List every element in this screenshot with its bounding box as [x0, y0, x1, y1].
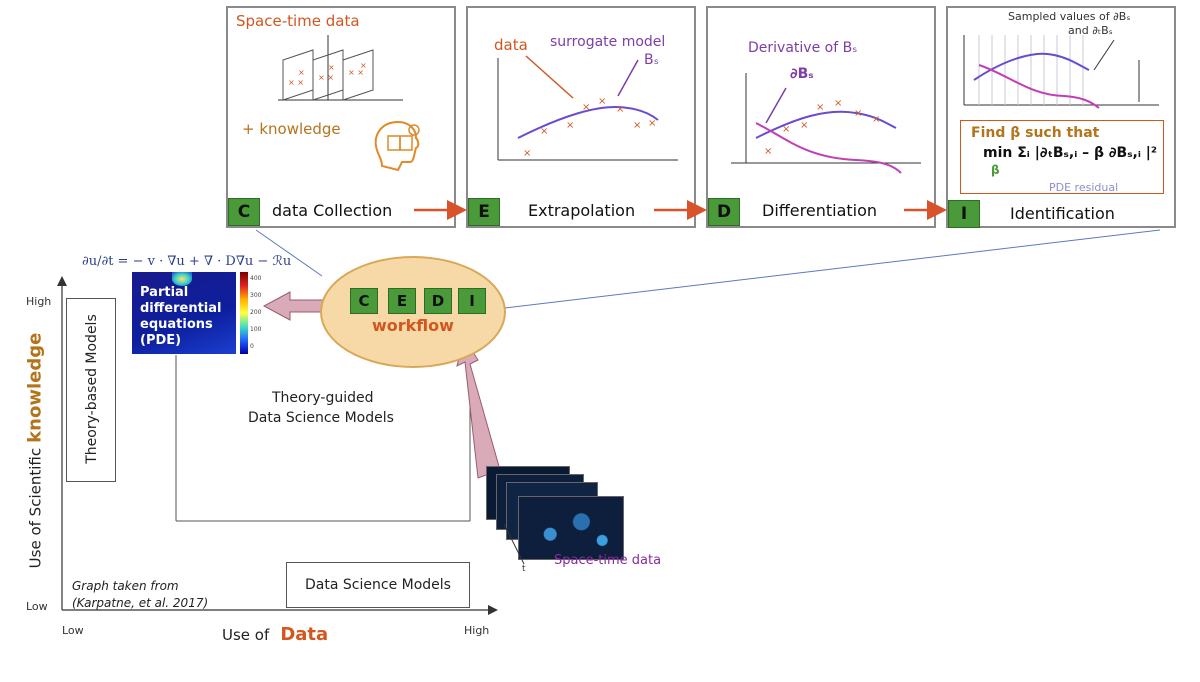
panel4-sampled-line2: and ∂ₜBₛ — [1068, 24, 1113, 37]
panel2-surrogate-label: surrogate model — [550, 34, 666, 50]
svg-text:×: × — [616, 104, 624, 115]
head-book-icon — [374, 120, 420, 172]
step-badge-d: D — [708, 198, 740, 226]
panel4-min-sub: β — [991, 163, 1000, 177]
pde-heatmap — [132, 272, 236, 354]
panel3-derivative-label: Derivative of Bₛ — [748, 40, 858, 56]
svg-text:×: × — [854, 108, 862, 119]
svg-text:×: × — [360, 61, 367, 70]
pde-box-text: Partial differential equations (PDE) — [140, 285, 222, 348]
theory-based-models-box: Theory-based Models — [66, 298, 116, 482]
svg-text:×: × — [582, 102, 590, 113]
panel4-sampled-line1: Sampled values of ∂Bₛ — [1008, 10, 1131, 23]
panel-differentiation: Derivative of Bₛ ∂Bₛ × × × × × × × — [706, 6, 936, 228]
differentiation-plot: × × × × × × × — [731, 73, 921, 174]
workflow-badge-d: D — [424, 288, 452, 314]
graph-source-line1: Graph taken from — [72, 579, 179, 593]
workflow-badge-c: C — [350, 288, 378, 314]
svg-text:× ×: × × — [288, 78, 304, 87]
data-science-models-label: Data Science Models — [305, 577, 451, 593]
tgds-line2: Data Science Models — [248, 410, 394, 426]
svg-text:×: × — [298, 68, 305, 77]
panel-extrapolation: data surrogate model Bₛ × × × × × × × × — [466, 6, 696, 228]
svg-text:×: × — [816, 102, 824, 113]
y-low-label: Low — [26, 600, 48, 613]
y-axis-title: Use of Scientific knowledge — [24, 332, 46, 569]
svg-text:×: × — [648, 118, 656, 129]
panel-identification: Sampled values of ∂Bₛ and ∂ₜBₛ Find β su… — [946, 6, 1176, 228]
svg-text:× ×: × × — [318, 73, 334, 82]
workflow-badge-i: I — [458, 288, 486, 314]
panel1-title: Space-time data — [236, 12, 360, 30]
svg-text:×: × — [633, 120, 641, 131]
svg-text:×: × — [566, 120, 574, 131]
theory-based-models-label: Theory-based Models — [84, 314, 100, 464]
pde-colorbar-ticks: 400 300 200 100 0 — [250, 275, 262, 350]
step-badge-c: C — [228, 198, 260, 226]
svg-text:×: × — [598, 96, 606, 107]
step-badge-e: E — [468, 198, 500, 226]
spacetime-t-label: t — [522, 564, 526, 574]
svg-text:×: × — [834, 98, 842, 109]
space-time-slices-graphic: × ×× × ×× × ×× — [278, 35, 403, 101]
panel4-residual: PDE residual — [1049, 181, 1119, 194]
pde-equation: ∂u/∂t = − v · ∇u + ∇ · D∇u − ℛu — [82, 254, 292, 269]
step-label-collection: data Collection — [272, 201, 393, 220]
panel-data-collection: Space-time data × ×× × ×× × ×× + knowled… — [226, 6, 456, 228]
y-high-label: High — [26, 295, 52, 308]
zoom-line-right — [504, 229, 1161, 309]
panel2-surrogate-sym: Bₛ — [644, 52, 659, 68]
svg-text:×: × — [540, 126, 548, 137]
graph-source-line2: (Karpatne, et al. 2017) — [72, 596, 209, 610]
svg-text:×: × — [872, 114, 880, 125]
zoom-line-left — [255, 229, 323, 277]
x-axis-title: Use of Data — [222, 624, 329, 645]
x-high-label: High — [464, 624, 490, 637]
panel4-find-text: Find β such that — [971, 125, 1100, 141]
spacetime-t-axis — [503, 523, 525, 565]
panel1-knowledge: + knowledge — [242, 120, 341, 138]
step-label-identification: Identification — [1010, 204, 1115, 223]
identification-formula-box: Find β such that min Σᵢ |∂ₜBₛ,ᵢ – β ∂Bₛ,… — [960, 120, 1164, 194]
workflow-label: workflow — [372, 316, 454, 335]
step-label-extrapolation: Extrapolation — [528, 201, 636, 220]
tgds-line1: Theory-guided — [272, 390, 374, 406]
svg-text:×: × — [523, 148, 531, 159]
identification-plot — [963, 35, 1159, 109]
extrapolation-plot: × × × × × × × × — [497, 55, 678, 161]
step-badge-i: I — [948, 200, 980, 228]
spacetime-frame-4 — [518, 496, 624, 560]
data-science-models-box: Data Science Models — [286, 562, 470, 608]
panel2-data-label: data — [494, 36, 528, 54]
svg-text:× ×: × × — [348, 68, 364, 77]
workflow-badge-e: E — [388, 288, 416, 314]
spacetime-label: Space-time data — [554, 553, 662, 568]
svg-text:×: × — [764, 146, 772, 157]
svg-text:×: × — [800, 120, 808, 131]
pde-colorbar — [240, 272, 248, 354]
svg-text:×: × — [328, 63, 335, 72]
step-label-differentiation: Differentiation — [762, 201, 878, 220]
svg-text:×: × — [782, 124, 790, 135]
panel4-min-text: min Σᵢ |∂ₜBₛ,ᵢ – β ∂Bₛ,ᵢ |² — [983, 145, 1158, 161]
panel3-derivative-sym: ∂Bₛ — [790, 66, 814, 82]
x-low-label: Low — [62, 624, 84, 637]
